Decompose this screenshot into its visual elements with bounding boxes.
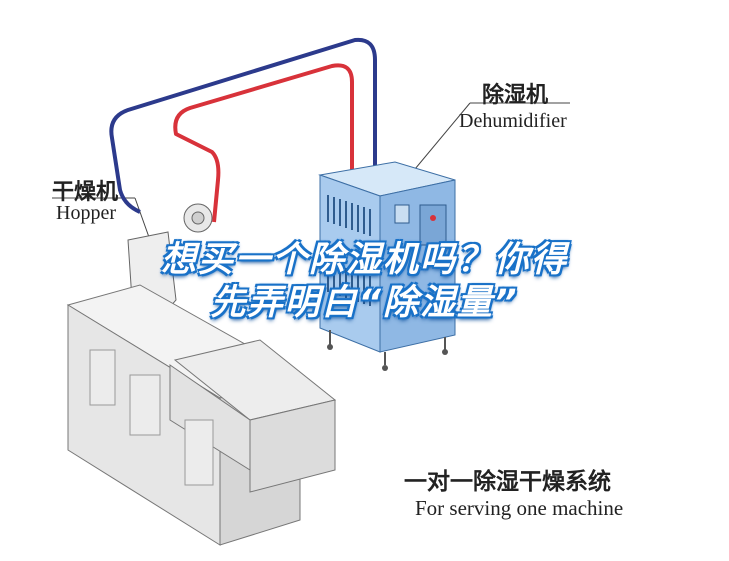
dehumidifier-cabinet — [318, 161, 456, 371]
red-supply-pipe — [173, 63, 354, 223]
hopper-pointer-line — [134, 197, 151, 241]
dehumidifier-label-en: Dehumidifier — [459, 110, 567, 132]
headline-line-2: 先弄明白“除湿量” — [210, 283, 519, 323]
hopper-label-en: Hopper — [56, 202, 116, 224]
blue-return-pipe — [109, 37, 377, 214]
hopper-label-cn: 干燥机 — [52, 180, 119, 205]
dehumidifier-label-cn: 除湿机 — [482, 83, 549, 108]
blower-fan — [183, 203, 213, 233]
diagram-caption-en: For serving one machine — [415, 496, 624, 520]
article-headline: 想买一个除湿机吗？你得 先弄明白“除湿量” — [0, 239, 729, 325]
dehumidifier-pointer-line — [409, 102, 471, 176]
headline-line-1: 想买一个除湿机吗？你得 — [160, 240, 568, 280]
diagram-caption-cn: 一对一除湿干燥系统 — [404, 469, 611, 495]
molding-machine — [66, 284, 337, 546]
